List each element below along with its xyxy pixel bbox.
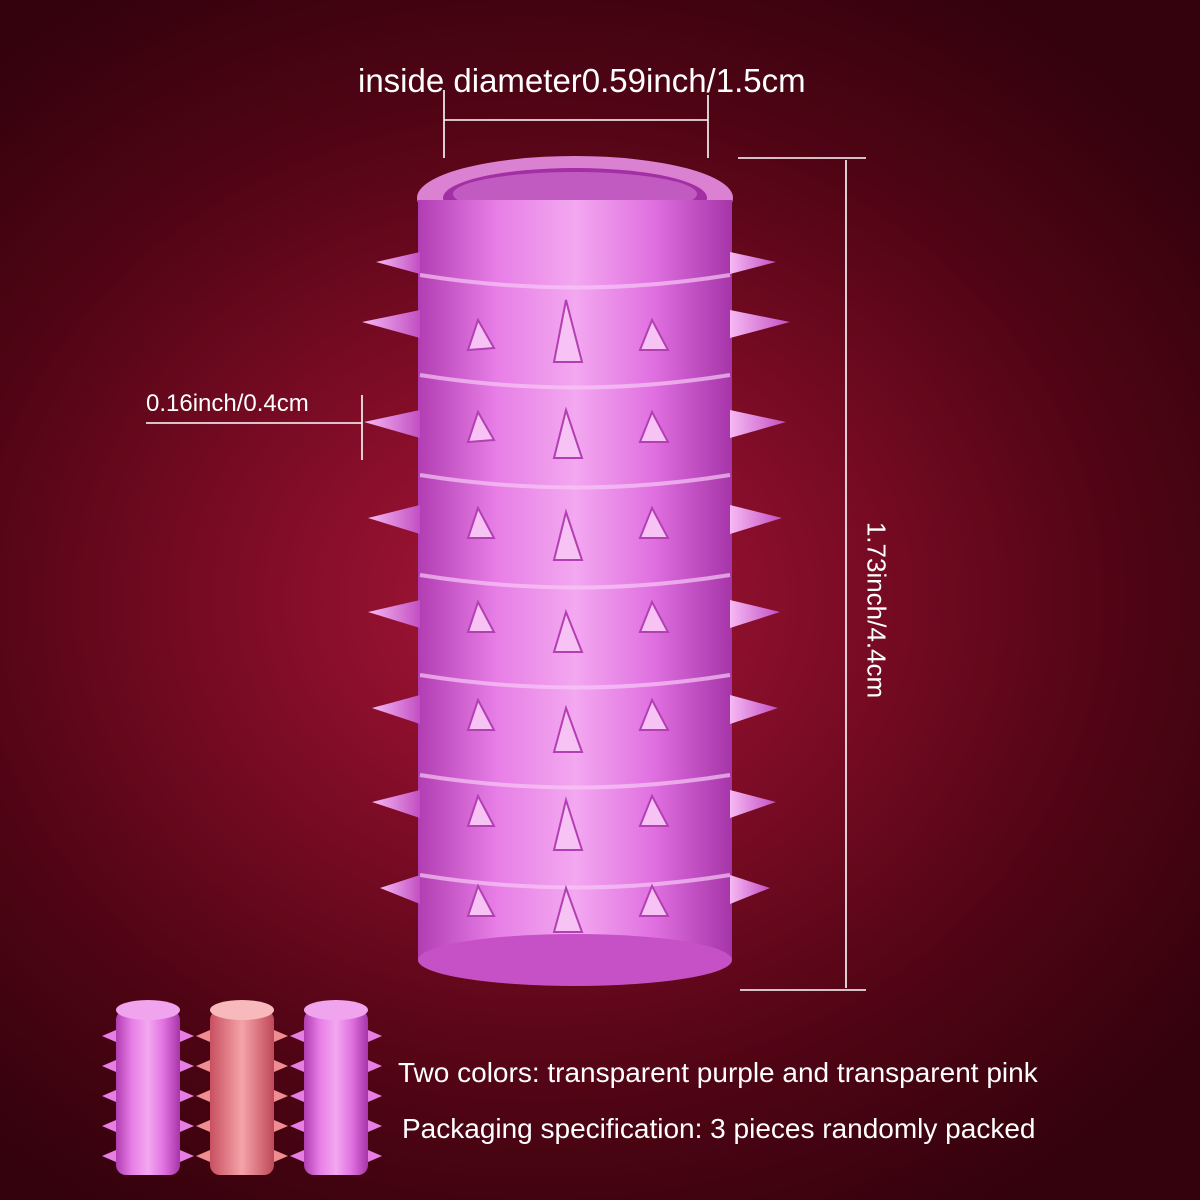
colors-info-text: Two colors: transparent purple and trans… [398, 1057, 1038, 1088]
product-sleeve [362, 156, 790, 986]
spike-length-label: 0.16inch/0.4cm [146, 390, 309, 417]
packaging-info-text: Packaging specification: 3 pieces random… [402, 1113, 1036, 1144]
variant-purple-1 [102, 1000, 194, 1175]
height-label: 1.73inch/4.4cm [861, 521, 892, 699]
variant-purple-2 [290, 1000, 382, 1175]
inside-diameter-label: inside diameter0.59inch/1.5cm [358, 62, 806, 99]
variant-thumbnails [102, 1000, 382, 1175]
variant-pink [196, 1000, 288, 1175]
dimension-lines [146, 90, 866, 991]
